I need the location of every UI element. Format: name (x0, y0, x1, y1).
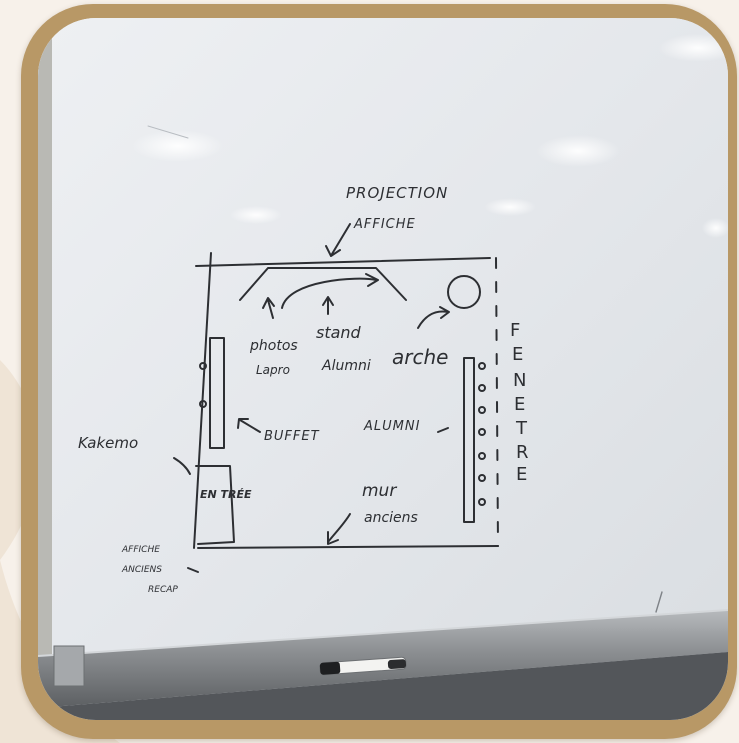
label-recap: RECAP (148, 585, 178, 595)
arrow-head (237, 418, 249, 429)
arche-arrow (417, 310, 449, 329)
svg-text:N: N (513, 370, 526, 391)
label-entree: EN TRÉE (200, 488, 252, 501)
label-anciens-bottom: ANCIENS (121, 565, 162, 575)
kakemono-arrow (173, 457, 191, 475)
board-left-edge (38, 18, 52, 720)
label-photos: photos (249, 338, 298, 354)
whiteboard-scene: PROJECTION AFFICHE photos Lapro stand Al… (38, 18, 728, 720)
light-reflection (230, 206, 282, 224)
light-reflection (658, 34, 728, 62)
label-buffet: BUFFET (264, 429, 320, 444)
sketch-lines (147, 125, 663, 613)
board-surface (38, 18, 728, 720)
mur-arrow (327, 513, 351, 543)
label-stand: stand (316, 323, 362, 342)
light-reflection (702, 218, 728, 238)
alumni-board (463, 357, 475, 523)
window-wall (495, 257, 499, 547)
projection-screen (239, 267, 407, 301)
svg-text:R: R (516, 442, 529, 463)
whiteboard-photo: PROJECTION AFFICHE photos Lapro stand Al… (38, 18, 728, 720)
label-lapro: Lapro (256, 363, 290, 377)
arrow-head (325, 245, 341, 257)
arrow-head (439, 306, 450, 319)
label-alumni-top: Alumni (321, 358, 371, 374)
svg-text:E: E (516, 464, 527, 485)
buffet-table (209, 337, 225, 449)
label-anciens: anciens (364, 510, 418, 526)
svg-text:E: E (512, 344, 523, 365)
svg-text:T: T (515, 418, 528, 439)
buffet-arrow (239, 419, 261, 433)
label-mur: mur (362, 481, 397, 501)
sketch-text: PROJECTION AFFICHE photos Lapro stand Al… (78, 184, 529, 595)
label-fenetre: F E N E T R E (510, 320, 529, 485)
room-bottom-wall (197, 545, 499, 549)
entree-box (195, 465, 235, 545)
arrow-head (322, 296, 334, 306)
light-reflection (484, 198, 536, 216)
light-reflection (536, 135, 620, 167)
marker-pen (319, 656, 407, 676)
arrow-head (262, 297, 275, 309)
label-projection: PROJECTION (346, 184, 448, 202)
photos-curve-arrow (281, 277, 377, 309)
light-reflection (132, 130, 224, 162)
label-arche: arche (392, 345, 448, 369)
label-affiche: AFFICHE (353, 217, 416, 232)
label-kakemono: Kakemo (78, 434, 138, 452)
arrow-head (365, 273, 379, 287)
arrow-head (327, 531, 339, 545)
projection-arrow (331, 223, 351, 255)
room-top-wall (195, 257, 491, 267)
svg-text:E: E (514, 394, 525, 415)
label-alumni-mid: ALUMNI (363, 419, 420, 434)
arche-circle (447, 275, 481, 309)
label-affiche-bottom: AFFICHE (121, 545, 160, 555)
svg-text:F: F (510, 320, 520, 341)
photos-arrow (267, 299, 274, 319)
